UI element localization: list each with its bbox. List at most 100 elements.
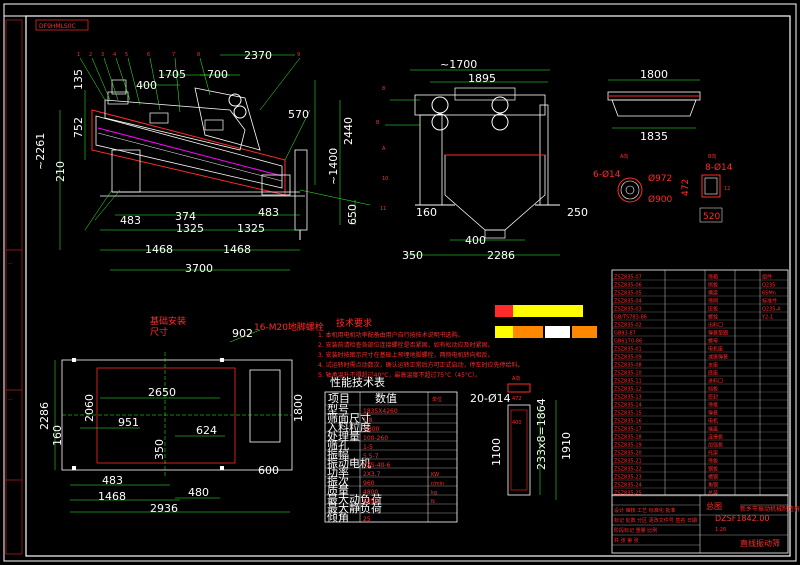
svg-text:11: 11: [380, 206, 386, 212]
perf-cell-unit: KW: [431, 472, 439, 478]
f-dim-624: 624: [196, 424, 217, 437]
dim-483-left: 483: [120, 214, 141, 227]
perf-cell-item: 筛孔: [327, 438, 349, 452]
parts-code: ZSZ835-19: [614, 443, 642, 449]
dim-3700: 3700: [185, 262, 213, 275]
parts-name: 密封: [708, 394, 718, 401]
parts-name: 连接板: [708, 434, 723, 441]
parts-extra: Q235-A: [762, 307, 781, 313]
tb-name: 直线振动筛: [740, 538, 780, 548]
parts-name: 螺栓: [708, 314, 718, 321]
parts-code: ZSZ835-17: [614, 427, 642, 433]
perf-cell-item: 最大动负荷: [327, 492, 382, 506]
perf-cell-value: 2X3.7: [363, 471, 381, 478]
small-1910: 1910: [560, 432, 573, 460]
dim-700: 700: [207, 68, 228, 81]
svg-text:7: 7: [172, 52, 175, 58]
dim-12: 12: [724, 186, 730, 192]
parts-extra: Q235: [762, 283, 775, 289]
label-b: B向: [708, 153, 716, 160]
dim-2370: 2370: [244, 49, 272, 62]
parts-code: ZSZ835-02: [614, 323, 642, 329]
parts-name: 支座: [708, 362, 718, 369]
parts-code: ZSZ835-04: [614, 299, 642, 305]
parts-name: 托架: [708, 450, 718, 457]
dim-350: 350: [402, 249, 423, 262]
tech-note-1: 1. 本机用电机功率配备由用户自行按技术说明书选购。: [318, 331, 464, 339]
top-right-view: 1800 1835 A向 6-Ø14 Ø972 Ø900 B向 8-Ø14 47…: [593, 68, 733, 223]
parts-name: 螺母: [708, 338, 718, 345]
tb-assembly: 总图: [706, 501, 722, 511]
parts-code: ZSZ835-20: [614, 451, 642, 457]
parts-name: 总装: [708, 490, 718, 497]
perf-cell-item: 振幅: [327, 447, 349, 461]
side-view: 8 B A 10 11 ~1700 1895 160 250 400 350 2…: [376, 58, 588, 262]
parts-code: ZSZ835-10: [614, 371, 642, 377]
parts-code: ZSZ835-09: [614, 355, 642, 361]
parts-code: ZSZ835-12: [614, 387, 642, 393]
perf-cell-item: 型号: [327, 402, 349, 416]
tb-row2: 标记 处数 分区 更改文件号 签名 日期: [614, 517, 697, 524]
perf-cell-value: <300: [363, 426, 380, 433]
parts-name: 减振弹簧: [708, 354, 728, 361]
parts-code: GB93-87: [614, 331, 636, 337]
dim-570: 570: [288, 108, 309, 121]
svg-text:...: ...: [8, 396, 13, 402]
tech-note-5: 5. 轴承温升不得超过40°C，最高温度不超过75°C（45°C）。: [318, 371, 481, 379]
parts-extra: Y2-1: [761, 315, 773, 321]
svg-text:4: 4: [113, 52, 116, 58]
f-dim-480: 480: [188, 486, 209, 499]
dim-210: 210: [54, 161, 67, 182]
parts-extra: 65Mn: [762, 291, 776, 297]
perf-cell-value: 1-5: [363, 444, 373, 451]
left-strip-box: [5, 19, 23, 555]
title-block: 总图 新乡市振动机械制造有限公司 DZSF1842.00 1:20 直线振动筛 …: [611, 494, 800, 554]
parts-name: 端盖: [708, 426, 718, 433]
dim-472-b: 472: [681, 179, 691, 196]
parts-code: ZSZ835-18: [614, 435, 642, 441]
tb-row4: 共 张 第 张: [614, 537, 639, 544]
small-1864: 233x8=1864: [535, 398, 548, 470]
dim-1895: 1895: [468, 72, 496, 85]
parts-code: ZSZ835-13: [614, 395, 642, 401]
parts-name: 筛板: [708, 458, 718, 465]
perf-cell-value: 1835X4260: [363, 408, 398, 415]
perf-cell-value: 5.5-7: [363, 453, 379, 460]
dim-972: Ø972: [648, 173, 672, 184]
dim-250: 250: [567, 206, 588, 219]
parts-code: ZSZ835-03: [614, 307, 642, 313]
tech-notes: 技术要求 1. 本机用电机功率配备由用户自行按技术说明书选购。 2. 安装前请检…: [318, 317, 524, 379]
parts-name: 电机座: [708, 346, 723, 353]
perf-cell-item: 倾角: [327, 511, 349, 524]
small-400: 400: [512, 420, 522, 426]
parts-name: 弹簧垫圈: [708, 330, 728, 337]
parts-code: ZSZ835-16: [614, 419, 642, 425]
inner-frame: [25, 15, 791, 557]
parts-name: 横梁: [708, 290, 718, 297]
small-hole: 20-Ø14: [470, 392, 511, 405]
parts-name: 压板: [708, 306, 718, 313]
svg-text:3: 3: [101, 52, 104, 58]
svg-text:A: A: [382, 146, 386, 152]
foundation-title2: 尺寸: [150, 326, 168, 338]
f-dim-2936: 2936: [150, 502, 178, 515]
dim-1835-top: 1835: [640, 130, 668, 143]
small-1100: 1100: [490, 438, 503, 466]
parts-name: 加强板: [708, 442, 723, 449]
perf-cell-item: 振次: [327, 474, 349, 488]
dim-1400: ~1400: [327, 148, 340, 185]
tech-note-3: 3. 安装时按图示尺寸在基础上预埋地脚螺栓，两侧电机转向相反。: [318, 351, 494, 359]
perf-cell-value: 25: [363, 516, 371, 523]
perf-cell-item: 功率: [327, 465, 349, 479]
parts-code: ZSZ835-11: [614, 379, 642, 385]
dim-1325-right: 1325: [237, 222, 265, 235]
f-dim-2060: 2060: [83, 394, 96, 422]
perf-cell-unit: kg: [431, 490, 437, 496]
parts-code: ZSZ835-08: [614, 363, 642, 369]
dim-2440: 2440: [342, 117, 355, 145]
perf-cell-value: 1.8: [363, 417, 373, 424]
tb-row1: 设计 审核 工艺 标准化 批准: [614, 507, 675, 514]
svg-text:8: 8: [197, 52, 200, 58]
